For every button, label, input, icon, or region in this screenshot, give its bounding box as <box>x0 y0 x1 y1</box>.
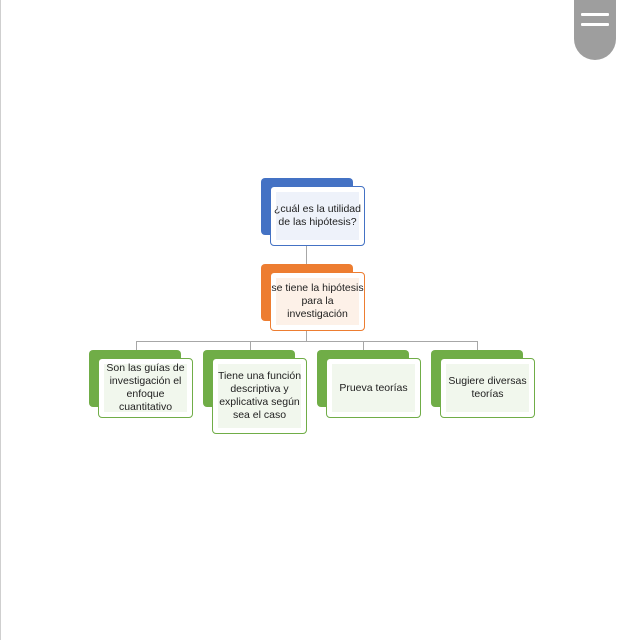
root-node-label: ¿cuál es la utilidad de las hipótesis? <box>274 203 361 228</box>
hamburger-menu-icon <box>581 13 609 16</box>
child-node-2-box: Tiene una función descriptiva y explicat… <box>212 358 307 434</box>
root-node-box: ¿cuál es la utilidad de las hipótesis? <box>270 186 365 246</box>
middle-node-label: se tiene la hipótesis para la investigac… <box>271 282 364 320</box>
child-node-1-label: Son las guías de investigación el enfoqu… <box>106 362 185 413</box>
connector-horizontal <box>136 341 477 342</box>
connector-child-2 <box>250 341 251 350</box>
child-node-3-box: Prueva teorías <box>326 358 421 418</box>
connector-child-4 <box>477 341 478 350</box>
child-node-4-box: Sugiere diversas teorías <box>440 358 535 418</box>
connector-root-middle <box>306 246 307 264</box>
child-node-4-label: Sugiere diversas teorías <box>448 375 527 400</box>
child-node-3-label: Prueva teorías <box>339 381 408 394</box>
connector-middle-down <box>306 331 307 341</box>
page-left-edge <box>0 0 1 640</box>
middle-node-box: se tiene la hipótesis para la investigac… <box>270 272 365 331</box>
child-node-1-box: Son las guías de investigación el enfoqu… <box>98 358 193 418</box>
child-node-2-label: Tiene una función descriptiva y explicat… <box>217 370 302 421</box>
connector-child-1 <box>136 341 137 350</box>
menu-button[interactable] <box>574 0 616 60</box>
connector-child-3 <box>363 341 364 350</box>
hamburger-menu-icon-line <box>581 23 609 26</box>
